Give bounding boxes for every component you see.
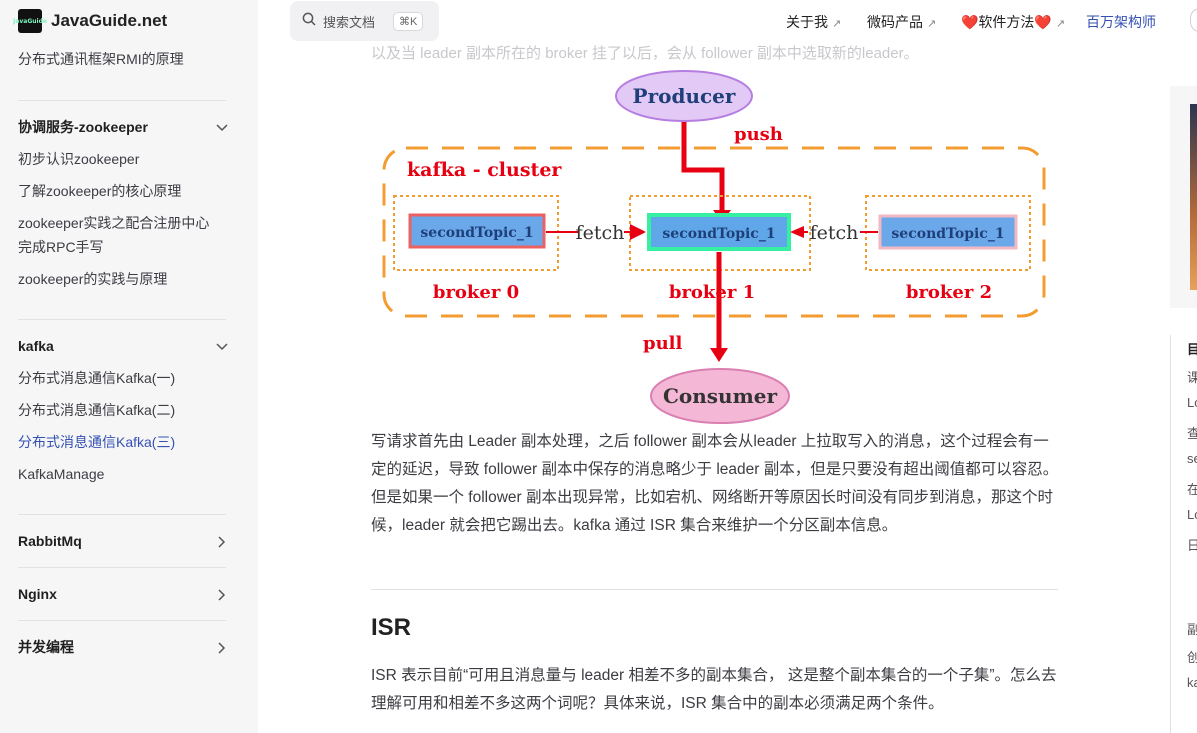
toc-item[interactable]: 日 <box>1187 538 1197 553</box>
external-link-icon: ↗ <box>832 18 842 30</box>
sidebar-divider <box>18 620 226 621</box>
toc-item[interactable]: 查 <box>1187 426 1197 441</box>
sidebar-item[interactable]: zookeeper实践之配合注册中心完成RPC手写 <box>18 215 210 255</box>
nav-architect[interactable]: 百万架构师 <box>1086 14 1156 30</box>
sidebar-item[interactable]: 分布式消息通信Kafka(一) <box>18 370 176 386</box>
kafka-replication-diagram: kafka - cluster Producer push secondTopi… <box>382 70 1046 424</box>
nav-label: ❤️软件方法❤️ <box>961 14 1052 30</box>
nav-product[interactable]: 微码产品 ↗ <box>867 12 936 32</box>
toc-rail-line <box>1170 335 1171 733</box>
search-button[interactable]: 搜索文档 ⌘K <box>290 1 439 41</box>
topic-box-broker1 <box>647 213 791 251</box>
fetch-label-right: fetch <box>810 222 859 244</box>
fetch-label-left: fetch <box>576 222 625 244</box>
cluster-border <box>382 146 1046 318</box>
section-title: 协调服务-zookeeper <box>18 119 148 135</box>
sidebar-item-active[interactable]: 分布式消息通信Kafka(三) <box>18 434 176 450</box>
push-label: push <box>734 124 783 145</box>
chevron-down-icon <box>216 122 228 132</box>
sidebar-section-concurrency[interactable]: 并发编程 <box>18 635 226 659</box>
topic-box-broker0 <box>408 213 546 249</box>
nav-label: 微码产品 <box>867 14 923 30</box>
sidebar-divider <box>18 319 226 320</box>
sidebar: JavaGuide JavaGuide.net 分布式通讯框架RMI的原理 协调… <box>0 0 258 733</box>
nav-label: 关于我 <box>786 14 828 30</box>
topic-label: secondTopic_1 <box>420 225 533 241</box>
toc-item[interactable]: Lo <box>1187 395 1197 410</box>
producer-node <box>615 70 753 122</box>
external-link-icon: ↗ <box>1055 18 1066 30</box>
external-link-icon: ↗ <box>927 18 937 30</box>
appearance-toggle[interactable] <box>1190 8 1197 32</box>
chevron-down-icon <box>216 341 228 351</box>
consumer-node <box>650 368 790 424</box>
toc-item[interactable]: 课 <box>1187 370 1197 385</box>
section-divider <box>371 589 1058 590</box>
chevron-right-icon <box>216 536 226 548</box>
broker1-label: broker 1 <box>669 282 755 303</box>
toc-item[interactable]: Lo <box>1187 507 1197 522</box>
sidebar-divider <box>18 567 226 568</box>
sidebar-item[interactable]: 初步认识zookeeper <box>18 151 140 167</box>
topic-label: secondTopic_1 <box>891 226 1004 242</box>
sidebar-item[interactable]: KafkaManage <box>18 466 105 482</box>
sidebar-section-nginx[interactable]: Nginx <box>18 582 226 606</box>
toc-item[interactable]: 副 <box>1187 622 1197 637</box>
logo-text: JavaGuide <box>13 17 47 25</box>
cluster-label: kafka - cluster <box>407 159 562 181</box>
sidebar-divider <box>18 514 226 515</box>
faded-text-line: 以及当 leader 副本所在的 broker 挂了以后，会从 follower… <box>371 45 919 62</box>
broker0-label: broker 0 <box>433 282 519 303</box>
ad-image <box>1190 104 1197 290</box>
nav-method[interactable]: ❤️软件方法❤️↗ <box>961 12 1065 32</box>
toc-item[interactable]: ka <box>1187 675 1197 690</box>
sidebar-section-zookeeper[interactable]: 协调服务-zookeeper <box>18 115 228 139</box>
pull-arrowhead <box>710 348 728 362</box>
section-title: kafka <box>18 338 54 354</box>
section-title: 并发编程 <box>18 639 74 655</box>
fetch-arrowhead-right <box>790 226 804 238</box>
section-title: Nginx <box>18 586 57 602</box>
paragraph-write-process: 写请求首先由 Leader 副本处理，之后 follower 副本会从leade… <box>371 433 1059 534</box>
sidebar-section-kafka[interactable]: kafka <box>18 334 228 358</box>
sidebar-item-rmi[interactable]: 分布式通讯框架RMI的原理 <box>18 51 184 67</box>
toc-item[interactable]: se <box>1187 451 1197 466</box>
sidebar-item[interactable]: 了解zookeeper的核心原理 <box>18 183 182 199</box>
toc-item[interactable]: 在 <box>1187 482 1197 497</box>
search-label: 搜索文档 <box>323 14 376 30</box>
producer-label: Producer <box>633 84 736 108</box>
broker2-label: broker 2 <box>906 282 992 303</box>
paragraph-isr-definition: ISR 表示目前“可用且消息量与 leader 相差不多的副本集合， 这是整个副… <box>371 667 1057 712</box>
section-title: RabbitMq <box>18 533 82 549</box>
brand-name: JavaGuide.net <box>51 11 168 30</box>
sidebar-item[interactable]: 分布式消息通信Kafka(二) <box>18 402 176 418</box>
sidebar-section-rabbitmq[interactable]: RabbitMq <box>18 529 226 553</box>
chevron-right-icon <box>216 642 226 654</box>
push-arrow <box>681 122 725 216</box>
search-shortcut: ⌘K <box>393 11 424 31</box>
chevron-right-icon <box>216 589 226 601</box>
pull-label: pull <box>643 333 683 354</box>
section-heading-isr: ISR <box>371 614 412 641</box>
consumer-label: Consumer <box>663 384 777 408</box>
nav-about[interactable]: 关于我 ↗ <box>786 12 841 32</box>
topic-box-broker2 <box>878 214 1018 250</box>
toc-item[interactable]: 创 <box>1187 650 1197 665</box>
logo: JavaGuide <box>13 9 47 33</box>
brand[interactable]: JavaGuide JavaGuide.net <box>13 9 168 33</box>
search-icon <box>302 12 316 31</box>
sidebar-item[interactable]: zookeeper的实践与原理 <box>18 271 168 287</box>
sidebar-divider <box>18 100 226 101</box>
toc-title: 目 <box>1187 342 1197 357</box>
topic-label: secondTopic_1 <box>662 226 775 242</box>
